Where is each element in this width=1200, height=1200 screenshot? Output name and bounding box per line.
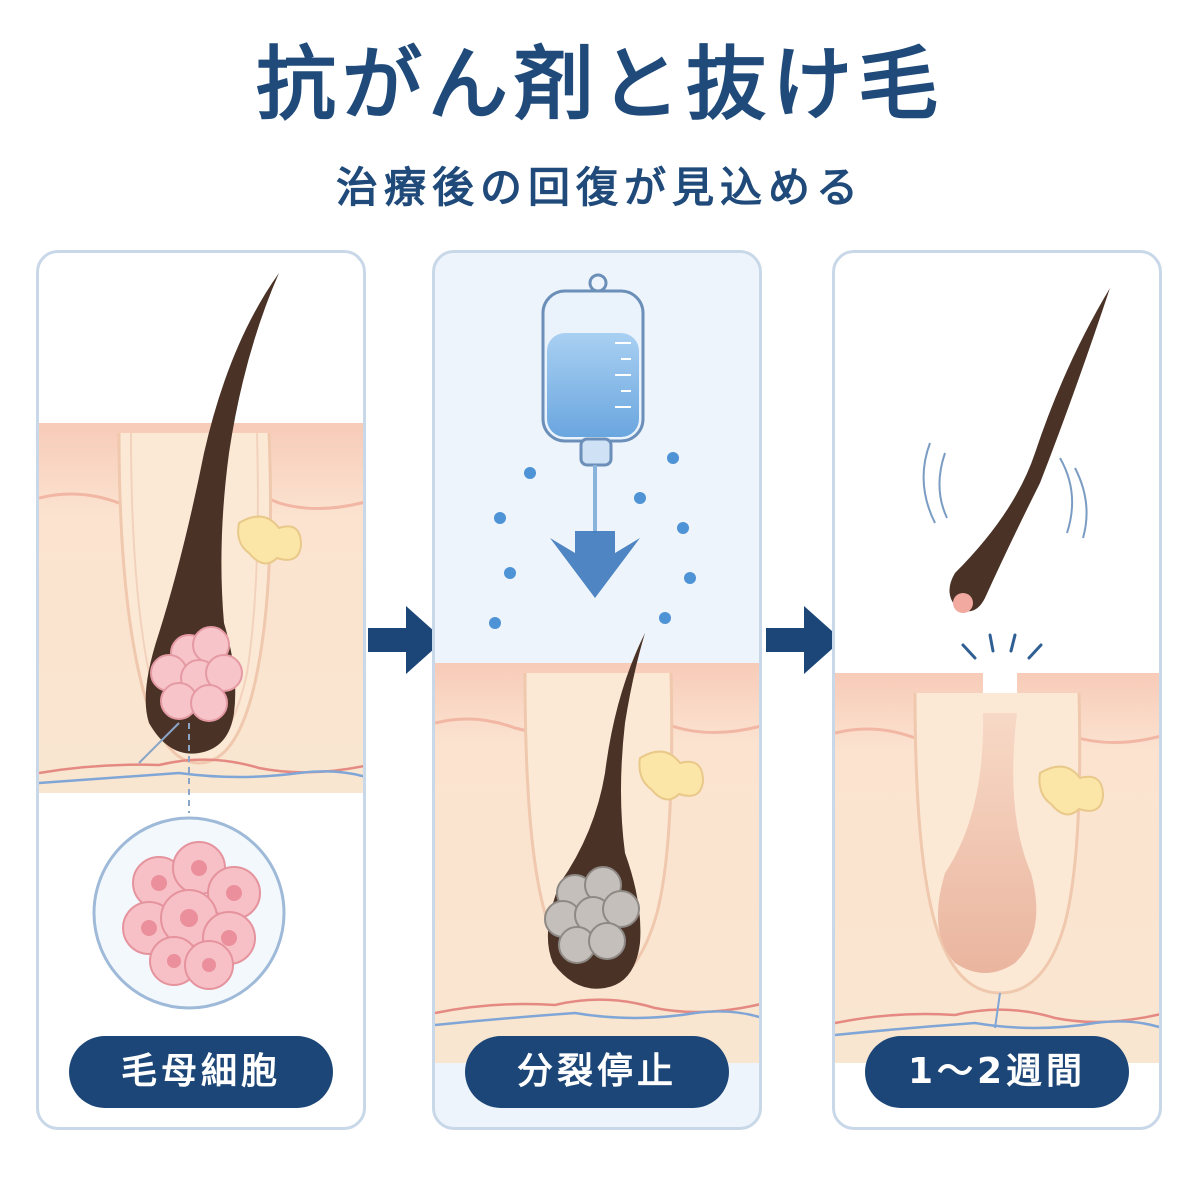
down-arrow-icon bbox=[550, 531, 640, 598]
follicle-cavity bbox=[937, 713, 1037, 973]
panel-division-stopped: 分裂停止 bbox=[432, 250, 762, 1130]
arrested-matrix-cells bbox=[544, 866, 640, 964]
hair-matrix-cells bbox=[150, 626, 243, 722]
page-subtitle: 治療後の回復が見込める bbox=[335, 163, 864, 212]
label-division-stopped: 分裂停止 bbox=[465, 1036, 729, 1108]
page-title: 抗がん剤と抜け毛 bbox=[256, 38, 944, 131]
right-arrow-icon bbox=[766, 606, 842, 674]
hair-loss-illustration bbox=[835, 288, 1159, 1063]
chemotherapy-illustration bbox=[435, 273, 759, 1063]
panel-hair-matrix: 毛母細胞 bbox=[36, 250, 366, 1130]
right-arrow-icon bbox=[368, 606, 444, 674]
label-hair-matrix: 毛母細胞 bbox=[69, 1036, 333, 1108]
hair-follicle-illustration bbox=[39, 273, 363, 1010]
pop-out-lines bbox=[961, 633, 1043, 660]
iv-drip-bag-icon bbox=[541, 273, 645, 533]
magnified-matrix-cells bbox=[122, 841, 261, 990]
sebaceous-gland-icon bbox=[237, 515, 303, 565]
hair-shaft bbox=[145, 273, 279, 754]
panel-hair-falls-out: 1～2週間 bbox=[832, 250, 1162, 1130]
falling-hair-icon bbox=[922, 288, 1110, 613]
label-one-to-two-weeks: 1～2週間 bbox=[865, 1036, 1129, 1108]
